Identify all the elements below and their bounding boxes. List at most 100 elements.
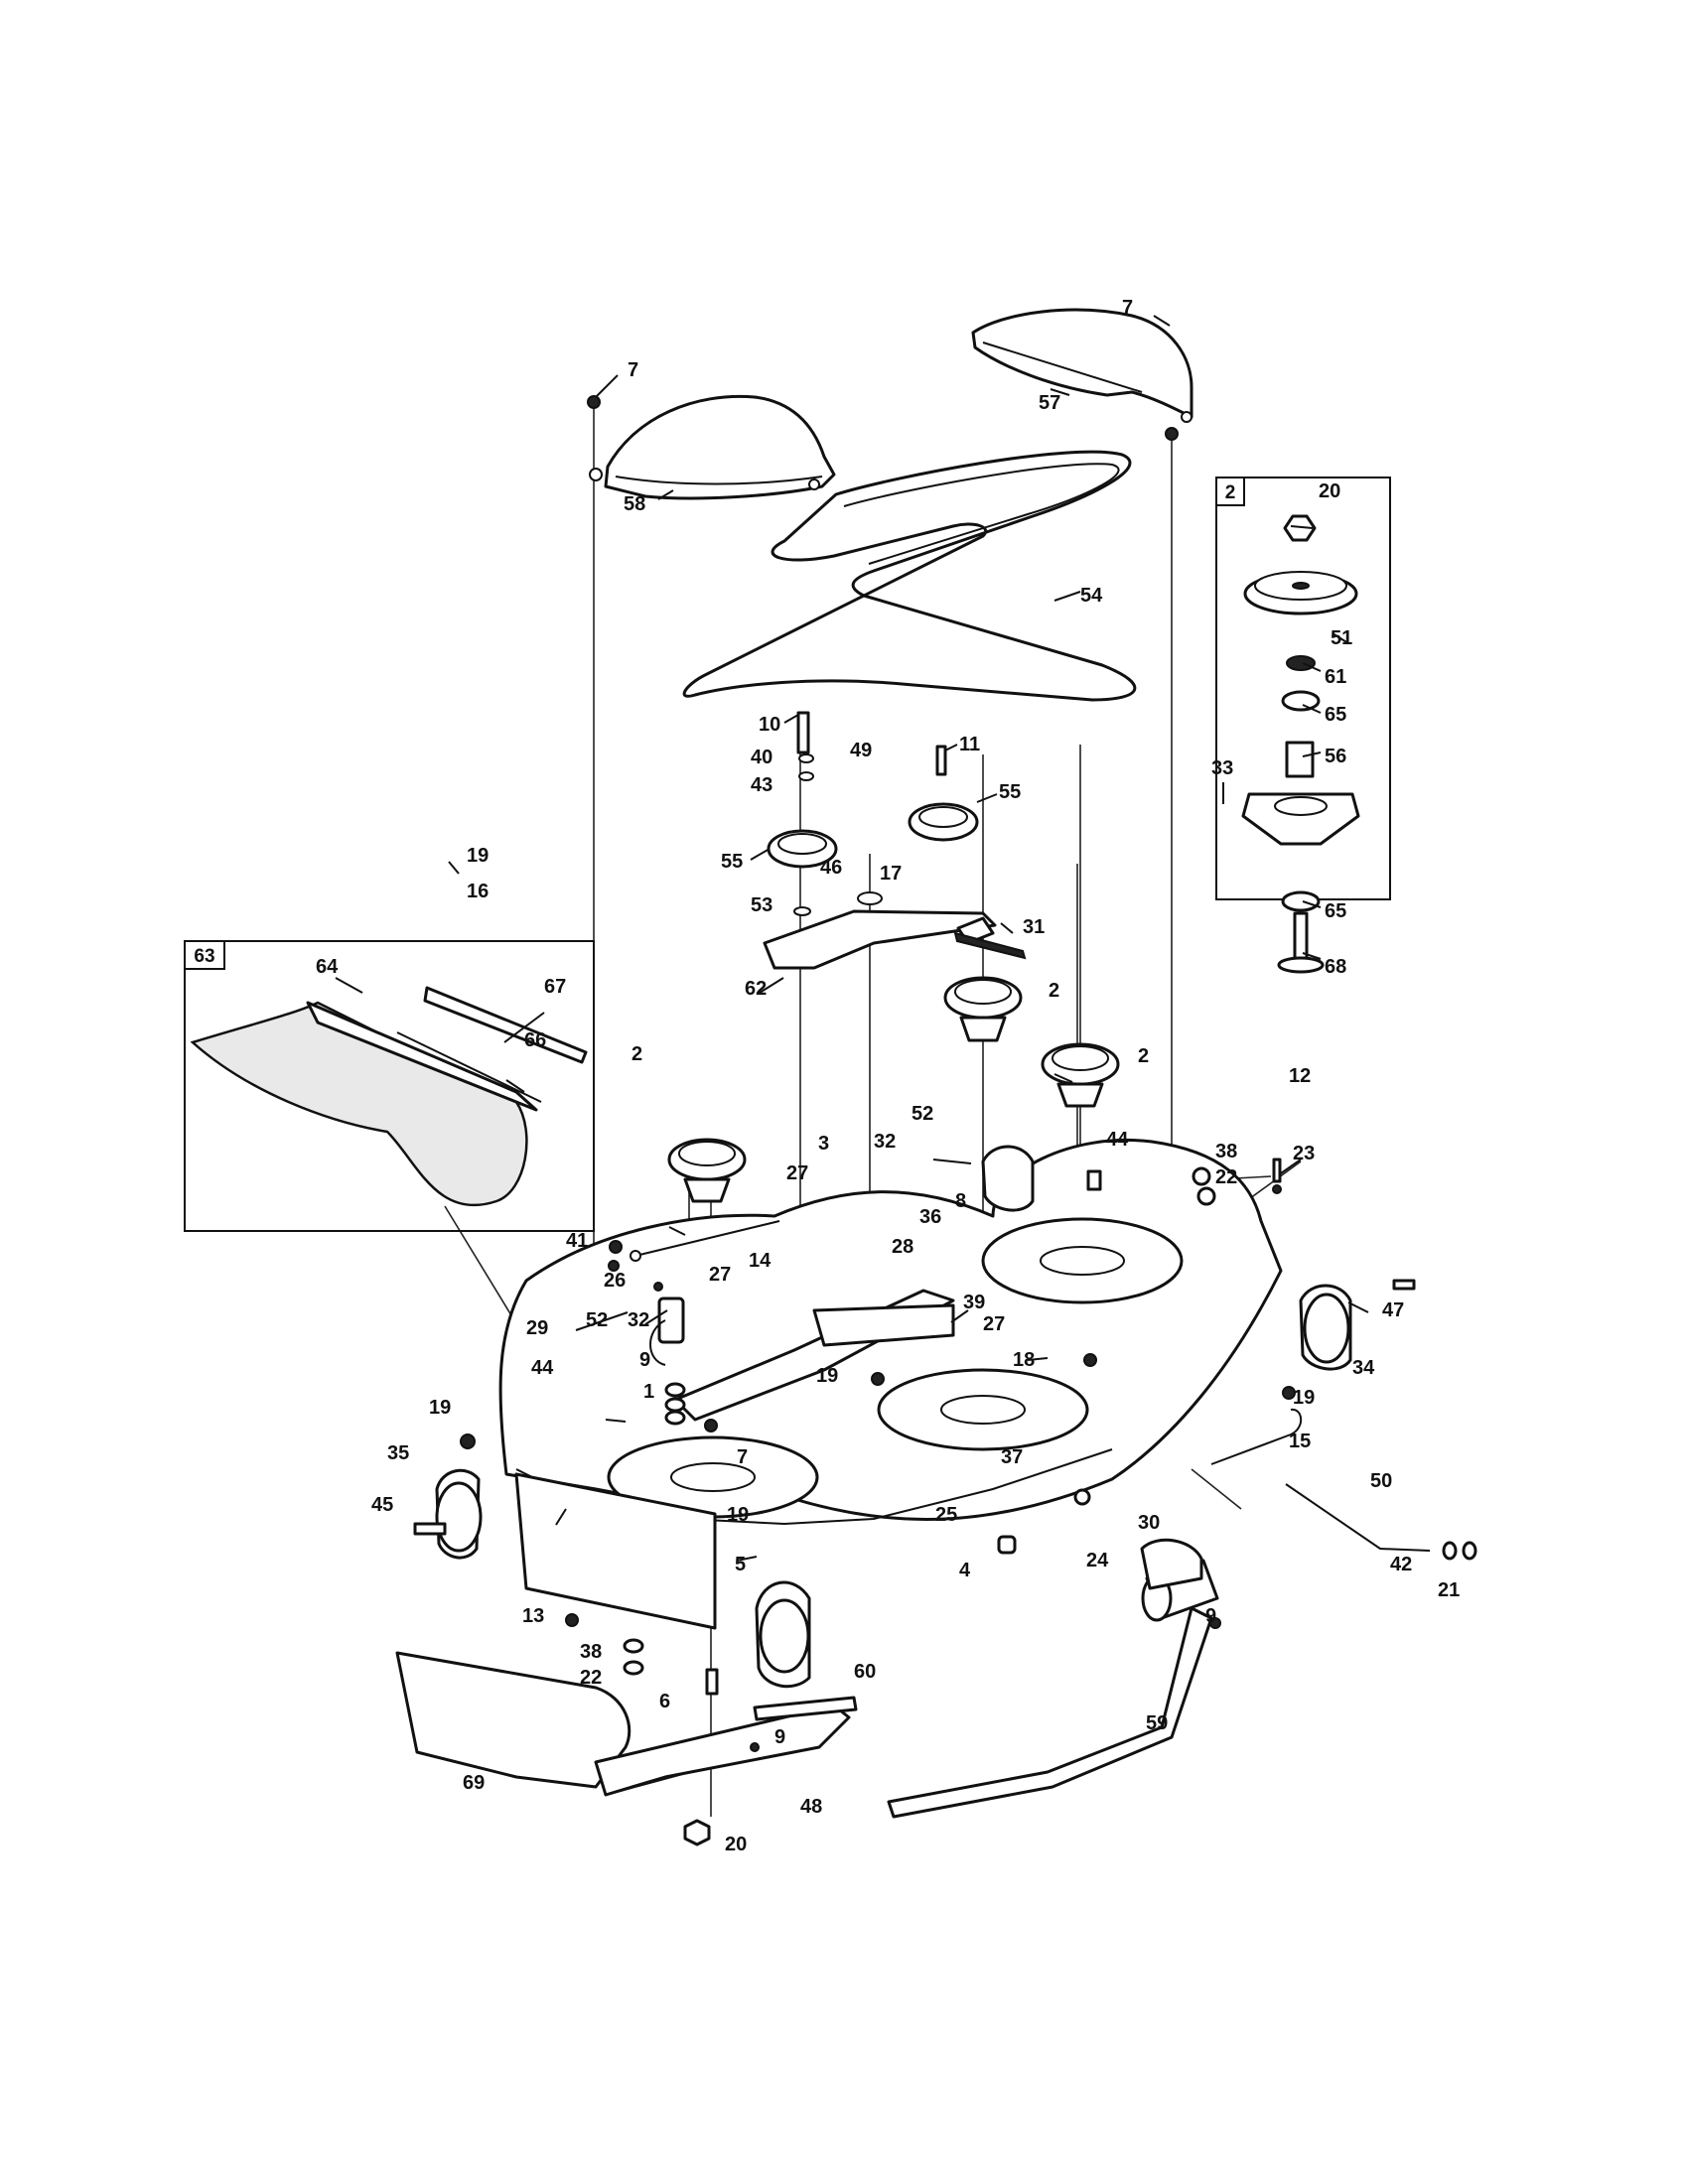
- callout-61: 61: [1325, 666, 1346, 688]
- callout-56: 56: [1325, 746, 1346, 767]
- callout-40: 40: [751, 747, 772, 768]
- callout-51: 51: [1331, 627, 1352, 649]
- callout-59: 59: [1146, 1712, 1168, 1734]
- callout-19-right: 19: [1293, 1387, 1315, 1409]
- callout-2-right: 2: [1138, 1045, 1149, 1067]
- callout-10: 10: [759, 714, 780, 736]
- callout-28: 28: [892, 1236, 913, 1258]
- callout-14: 14: [749, 1250, 772, 1272]
- callout-23: 23: [1293, 1143, 1315, 1164]
- callout-53: 53: [751, 894, 772, 916]
- callout-7-right-cover: 7: [1122, 297, 1133, 319]
- callout-66: 66: [524, 1029, 546, 1051]
- callout-19-left: 19: [429, 1397, 451, 1419]
- callout-27-lower: 27: [983, 1313, 1005, 1335]
- callout-29: 29: [526, 1317, 548, 1339]
- callout-6: 6: [659, 1691, 670, 1712]
- right-belt-cover: [971, 308, 1193, 423]
- callout-41: 41: [566, 1230, 588, 1252]
- callout-7-left-cover: 7: [628, 359, 638, 381]
- spindle-assembly-inset: 2: [1215, 477, 1391, 974]
- callout-2-left: 2: [632, 1043, 642, 1065]
- callout-26: 26: [604, 1270, 626, 1292]
- callout-37: 37: [1001, 1446, 1023, 1468]
- callout-18: 18: [1013, 1349, 1035, 1371]
- callout-33: 33: [1211, 757, 1233, 779]
- callout-19-bagger: 19: [467, 845, 489, 867]
- deck-front-and-wheels: [435, 1145, 1352, 1689]
- callout-12: 12: [1289, 1065, 1311, 1087]
- callout-16: 16: [467, 881, 489, 902]
- callout-69: 69: [463, 1772, 485, 1794]
- callout-30: 30: [1138, 1512, 1160, 1534]
- callout-58: 58: [624, 493, 645, 515]
- callout-24: 24: [1086, 1550, 1109, 1571]
- callout-46: 46: [820, 857, 842, 879]
- callout-labels: 7 7 57 58 54 20 51 61 65 56 33 65 68 10 …: [316, 297, 1460, 1855]
- callout-27-upper: 27: [786, 1162, 808, 1184]
- callout-43: 43: [751, 774, 772, 796]
- callout-36: 36: [919, 1206, 941, 1228]
- callout-45: 45: [371, 1494, 393, 1516]
- hardware: [413, 395, 1416, 1752]
- callout-55-left: 55: [721, 851, 743, 873]
- callout-57: 57: [1039, 392, 1060, 414]
- callout-9-right: 9: [1205, 1605, 1216, 1627]
- callout-49: 49: [850, 740, 872, 761]
- callout-8: 8: [955, 1190, 966, 1212]
- lower-parts: [395, 1538, 1213, 1846]
- callout-1: 1: [643, 1381, 654, 1403]
- callout-52-lower: 52: [586, 1309, 608, 1331]
- callout-5: 5: [735, 1554, 746, 1575]
- callout-54: 54: [1080, 585, 1103, 607]
- callout-42: 42: [1390, 1554, 1412, 1575]
- callout-31: 31: [1023, 916, 1045, 938]
- callout-65-upper: 65: [1325, 704, 1346, 726]
- callout-7-deck: 7: [737, 1446, 748, 1468]
- callout-4: 4: [959, 1560, 971, 1581]
- spindle-inset-label: 2: [1225, 482, 1236, 503]
- linkage-rods: [575, 1220, 1477, 1561]
- callout-leaders: [335, 315, 1369, 1562]
- callout-38-lower: 38: [580, 1641, 602, 1663]
- callout-22-upper: 22: [1215, 1166, 1237, 1188]
- callout-50: 50: [1370, 1470, 1392, 1492]
- callout-44-upper: 44: [1106, 1129, 1129, 1151]
- callout-32-lower: 32: [628, 1309, 649, 1331]
- callout-19-front: 19: [727, 1504, 749, 1526]
- callout-67: 67: [544, 976, 566, 998]
- callout-9-lower: 9: [774, 1726, 785, 1748]
- callout-64: 64: [316, 956, 339, 978]
- callout-11: 11: [959, 734, 980, 755]
- callout-47: 47: [1382, 1299, 1404, 1321]
- idler-bracket-area: [763, 711, 1027, 970]
- callout-60: 60: [854, 1661, 876, 1683]
- callout-20-bottom: 20: [725, 1834, 747, 1855]
- callout-19-deck: 19: [816, 1365, 838, 1387]
- callout-3: 3: [818, 1133, 829, 1155]
- callout-62: 62: [745, 978, 767, 1000]
- callout-65-lower: 65: [1325, 900, 1346, 922]
- callout-20-top: 20: [1319, 480, 1340, 502]
- callout-55-right: 55: [999, 781, 1021, 803]
- callout-48: 48: [800, 1796, 822, 1818]
- bagger-inset-label: 63: [194, 946, 214, 967]
- callout-38-upper: 38: [1215, 1141, 1237, 1162]
- left-belt-cover: [589, 394, 836, 500]
- callout-27-middle: 27: [709, 1264, 731, 1286]
- callout-17: 17: [880, 863, 902, 885]
- callout-22-lower: 22: [580, 1667, 602, 1689]
- bagger-adapter-inset: 63: [184, 940, 595, 1232]
- callout-9-upper: 9: [639, 1349, 650, 1371]
- callout-13: 13: [522, 1605, 544, 1627]
- callout-25: 25: [935, 1504, 957, 1526]
- callout-34: 34: [1352, 1357, 1375, 1379]
- deck-spindles: [667, 976, 1120, 1203]
- callout-2-rear: 2: [1049, 980, 1059, 1002]
- callout-68: 68: [1325, 956, 1346, 978]
- callout-21: 21: [1438, 1579, 1460, 1601]
- callout-35: 35: [387, 1442, 409, 1464]
- mower-deck-belt: [682, 450, 1137, 702]
